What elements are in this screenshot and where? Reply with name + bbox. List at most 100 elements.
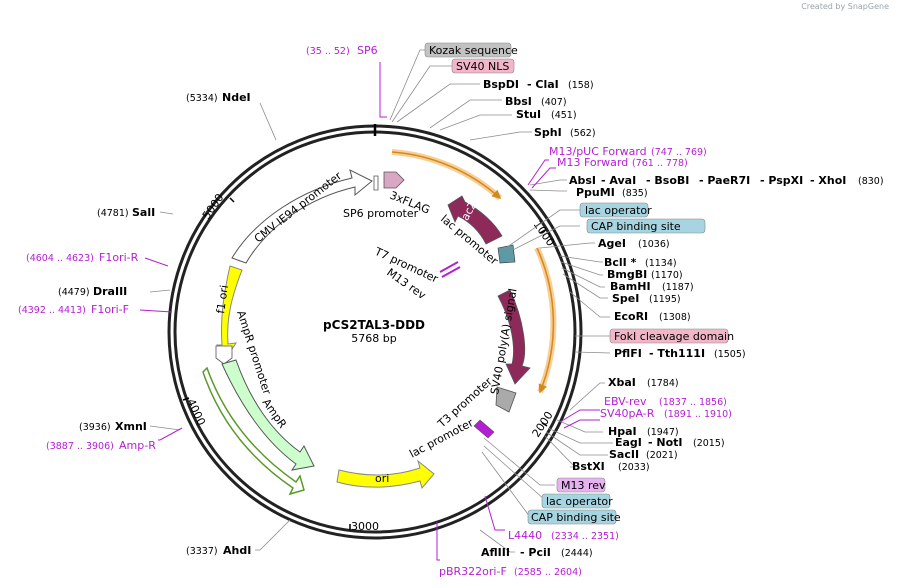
primer-sv40pa: SV40pA-R	[600, 407, 655, 420]
plasmid-length: 5768 bp	[351, 332, 396, 345]
site-eagi: EagI	[615, 436, 642, 449]
pos-4781: (4781)	[97, 208, 129, 219]
tick-4000: 4000	[184, 397, 208, 428]
primer-m13puc-pos: (747 .. 769)	[651, 147, 707, 158]
orf-arrow-1	[391, 151, 502, 200]
pos-158: (158)	[568, 80, 594, 91]
site-absi: AbsI	[569, 174, 596, 187]
site-hpai: HpaI	[608, 425, 637, 438]
pos-835: (835)	[622, 188, 648, 199]
pos-1187: (1187)	[662, 282, 694, 293]
site-pflfi: PflFI	[614, 347, 642, 360]
box-lac-operator-2	[541, 493, 611, 509]
site-xhoi: - XhoI	[810, 174, 846, 187]
leader-lines	[149, 49, 613, 553]
site-bbsi: BbsI	[505, 95, 532, 108]
label-cap-1: CAP binding site	[591, 220, 681, 233]
primer-ampr: Amp-R	[119, 439, 156, 452]
pos-1947: (1947)	[647, 427, 679, 438]
site-sali: SalI	[132, 206, 155, 219]
pos-1308: (1308)	[659, 312, 691, 323]
pos-1784: (1784)	[647, 378, 679, 389]
ampr-promoter-arc	[202, 366, 305, 496]
box-kozak	[424, 42, 512, 58]
primer-sv40pa-pos: (1891 .. 1910)	[664, 409, 732, 420]
box-cap-1	[586, 218, 706, 234]
box-m13-rev	[556, 477, 606, 493]
site-ahdi: AhdI	[223, 544, 251, 557]
pos-2021: (2021)	[646, 450, 678, 461]
tick-5000: 5000	[200, 191, 227, 221]
primer-pbr322: pBR322ori-F	[439, 565, 507, 578]
site-bsobi: - BsoBI	[646, 174, 689, 187]
pos-2015: (2015)	[693, 438, 725, 449]
feat-cmv: CMV IE94 promoter	[252, 169, 345, 245]
site-tth111i: - Tth111I	[649, 347, 705, 360]
site-avai: - AvaI	[601, 174, 636, 187]
site-bcli: BclI *	[604, 256, 637, 269]
sites-left: (5334) NdeI (4781) SalI (4479) DraIII (3…	[58, 91, 251, 557]
site-draiii: DraIII	[93, 285, 127, 298]
site-clai: - ClaI	[527, 78, 559, 91]
site-sphi: SphI	[534, 126, 562, 139]
primer-l4440: L4440	[508, 529, 542, 542]
label-cap-2: CAP binding site	[531, 511, 621, 524]
pos-1170: (1170)	[651, 270, 683, 281]
primer-ampr-pos: (3887 .. 3906)	[46, 441, 114, 452]
site-afliii: AflIII	[481, 546, 510, 559]
primer-f1orir-pos: (4604 .. 4623)	[26, 253, 94, 264]
label-m13-rev: M13 rev	[561, 479, 606, 492]
primer-labels: (35 .. 52) SP6 M13/pUC Forward (747 .. 7…	[18, 44, 732, 578]
t3-mark	[473, 419, 495, 439]
primer-pbr322-pos: (2585 .. 2604)	[514, 567, 582, 578]
site-spei: SpeI	[612, 292, 639, 305]
site-noti: - NotI	[648, 436, 683, 449]
cmv-promoter-feature	[231, 169, 373, 264]
site-xmni: XmnI	[115, 420, 147, 433]
pos-1195: (1195)	[649, 294, 681, 305]
label-lac-operator-2: lac operator	[546, 495, 613, 508]
label-kozak: Kozak sequence	[429, 44, 518, 57]
orf-arrow-2	[536, 247, 555, 394]
sites-right: BspDI - ClaI (158) BbsI (407) StuI (451)…	[481, 78, 884, 559]
sp6-promoter-feature	[373, 175, 379, 191]
box-sv40-nls	[451, 58, 515, 74]
lac-operator-bar	[497, 244, 516, 264]
feat-sp6-promoter: SP6 promoter	[343, 207, 419, 220]
plasmid-name: pCS2TAL3-DDD	[323, 318, 425, 332]
lacza-feature	[447, 195, 503, 245]
site-paer7i: - PaeR7I	[699, 174, 750, 187]
primer-f1orif: F1ori-F	[91, 303, 129, 316]
primer-f1orir: F1ori-R	[99, 251, 139, 264]
sv40-polya-feature	[497, 289, 531, 385]
site-ndei: NdeI	[222, 91, 251, 104]
site-sacii: SacII	[609, 448, 639, 461]
site-xbai: XbaI	[608, 376, 636, 389]
site-pcii: - PciI	[520, 546, 551, 559]
sv40-gray-feature	[495, 386, 517, 413]
site-pspxi: - PspXI	[760, 174, 803, 187]
pos-4479: (4479)	[58, 287, 90, 298]
pos-1036: (1036)	[638, 239, 670, 250]
label-lac-operator-1: lac operator	[585, 204, 652, 217]
site-bamhi: BamHI	[610, 280, 651, 293]
pos-1505: (1505)	[714, 349, 746, 360]
pos-830: (830)	[858, 176, 884, 187]
site-bmgbi: BmgBI	[607, 268, 647, 281]
label-sv40-nls: SV40 NLS	[456, 60, 509, 73]
t7-mark	[439, 261, 461, 278]
primer-m13f: M13 Forward	[557, 156, 628, 169]
primer-f1orif-pos: (4392 .. 4413)	[18, 305, 86, 316]
pos-3936: (3936)	[79, 422, 111, 433]
pos-1134: (1134)	[645, 258, 677, 269]
flag-feature	[383, 171, 405, 189]
primer-ebv-pos: (1837 .. 1856)	[659, 397, 727, 408]
primer-m13puc: M13/pUC Forward	[549, 145, 647, 158]
box-cap-2	[527, 509, 617, 525]
site-bstxi: BstXI	[572, 460, 605, 473]
box-lac-operator-1	[579, 202, 649, 218]
pos-451: (451)	[551, 110, 577, 121]
primer-sp6: SP6	[357, 44, 378, 57]
site-agei: AgeI	[598, 237, 626, 250]
